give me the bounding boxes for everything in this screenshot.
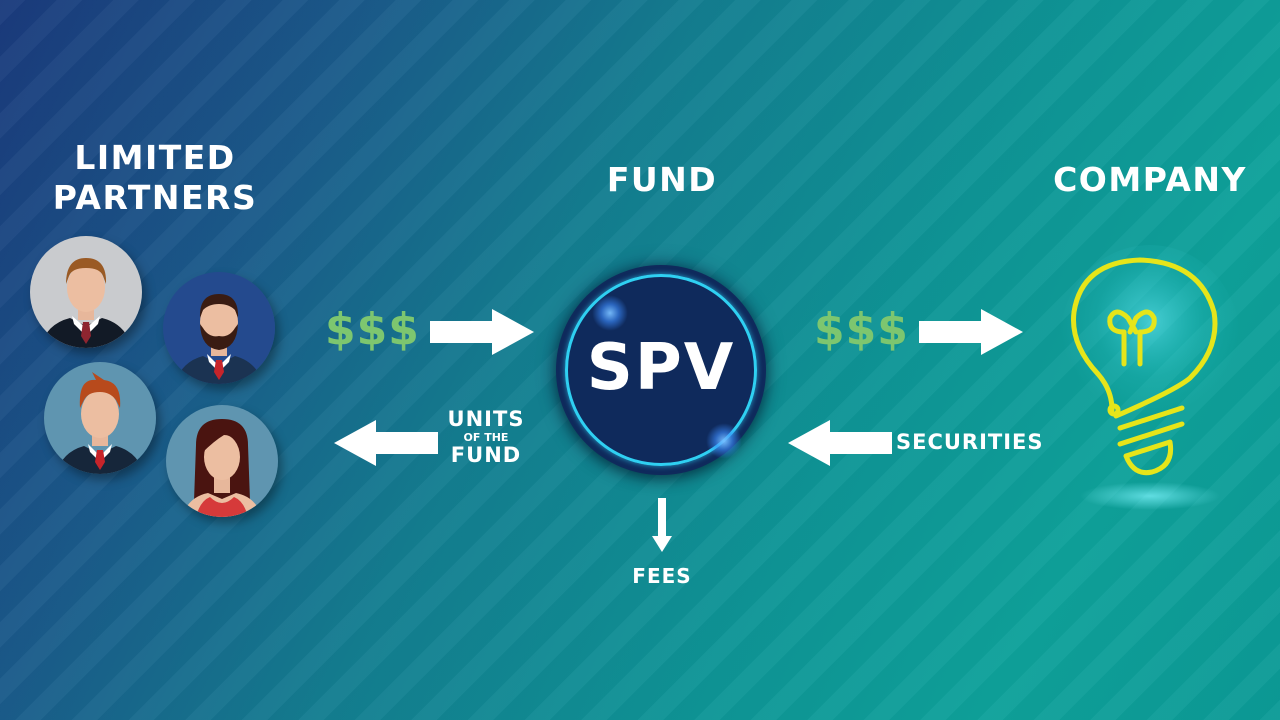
avatar-partner-3 [44, 362, 156, 474]
man-beard-icon [163, 272, 275, 384]
arrow-down-fees-icon [652, 498, 672, 552]
spv-ring [565, 274, 757, 466]
spv-label: SPV [586, 331, 736, 405]
man-brown-hair-icon [30, 236, 142, 348]
lightbulb-icon [1060, 245, 1240, 510]
spv-node: SPV [556, 265, 766, 475]
units-of-fund-label: UNITS OF THE FUND [440, 409, 532, 466]
limited-partners-title-line1: LIMITED [74, 138, 236, 177]
limited-partners-title-line2: PARTNERS [52, 177, 258, 217]
spv-glow-bottom [706, 423, 742, 459]
fund-title: FUND [606, 160, 718, 199]
arrow-left-to-fund-icon [788, 420, 892, 466]
arrow-left-to-lp-icon [334, 420, 438, 466]
avatar-partner-1 [30, 236, 142, 348]
man-red-hair-icon [44, 362, 156, 474]
spv-glow-top [592, 295, 628, 331]
company-title: COMPANY [1053, 160, 1247, 199]
avatar-partner-2 [163, 272, 275, 384]
arrow-right-to-fund-icon [430, 309, 534, 355]
limited-partners-title: LIMITED PARTNERS [30, 138, 280, 217]
units-label-line3: FUND [450, 443, 522, 467]
money-to-company-label: $$$ [814, 304, 909, 355]
arrow-right-to-company-icon [919, 309, 1023, 355]
securities-label: SECURITIES [896, 430, 1044, 454]
fees-label: FEES [632, 564, 692, 588]
units-label-line2: OF THE [463, 431, 509, 444]
units-label-line1: UNITS [447, 407, 525, 431]
woman-long-hair-icon [166, 405, 278, 517]
money-to-fund-label: $$$ [325, 304, 420, 355]
avatar-partner-4 [166, 405, 278, 517]
